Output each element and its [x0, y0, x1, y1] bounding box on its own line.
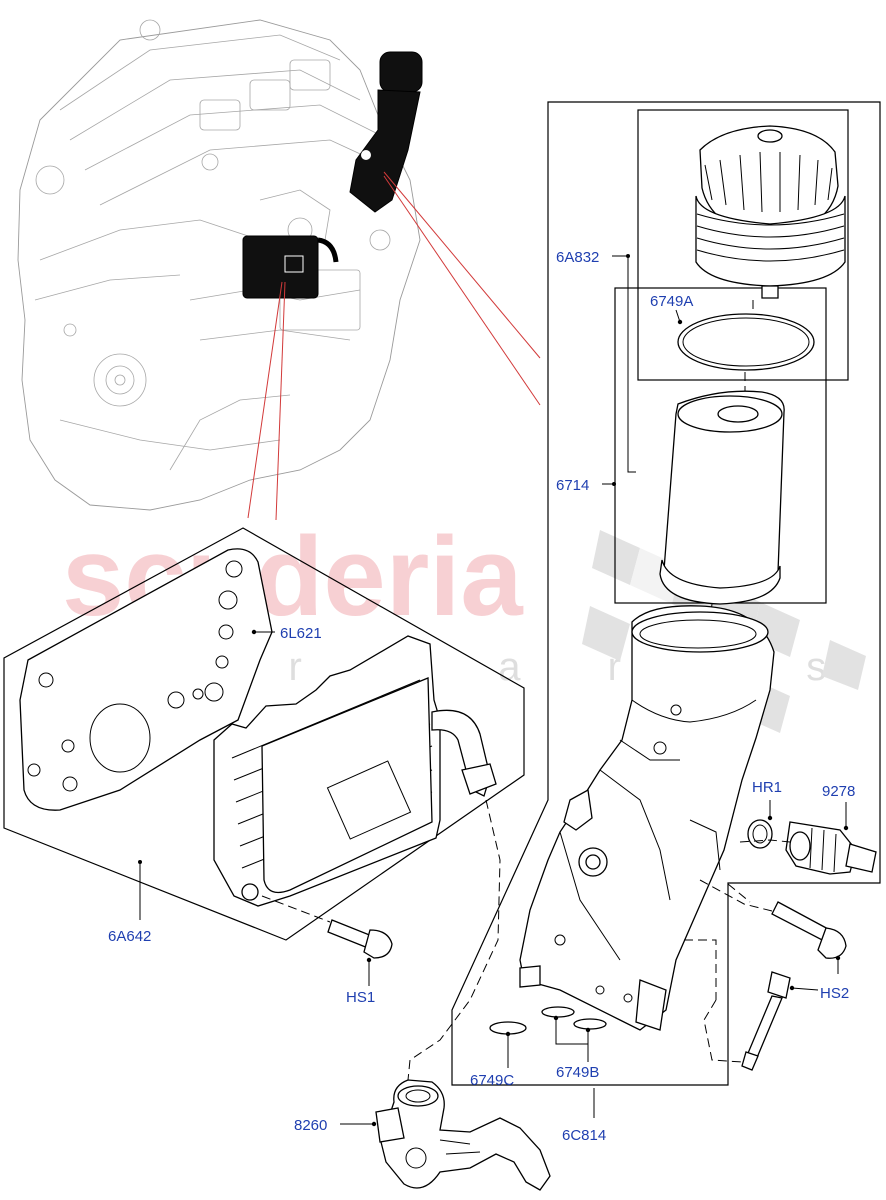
cooler-assembly-frame	[3, 527, 525, 941]
oil-cooler	[213, 635, 497, 923]
bolt-hs1	[327, 919, 393, 959]
callout-8260: 8260	[294, 1117, 327, 1134]
callout-6749C: 6749C	[470, 1072, 514, 1089]
callout-6749A: 6749A	[650, 293, 693, 310]
callout-6C814: 6C814	[562, 1127, 606, 1144]
engine-oil-cooler-highlight	[242, 235, 339, 299]
o-ring-6749A	[677, 313, 815, 400]
seals-6749B	[541, 1006, 607, 1030]
engine-filter-housing-highlight	[349, 51, 423, 213]
cooler-gasket	[19, 548, 273, 811]
callout-HS2: HS2	[820, 985, 849, 1002]
cap-group-frame	[637, 109, 849, 381]
oil-filter-cap	[695, 125, 846, 340]
oil-pressure-sensor	[747, 819, 877, 875]
callout-6L621: 6L621	[280, 625, 322, 642]
callout-6A832: 6A832	[556, 249, 599, 266]
bolt-upper-hs2	[771, 901, 847, 959]
callout-6A642: 6A642	[108, 928, 151, 945]
callout-leaders	[138, 254, 849, 1127]
callout-6714: 6714	[556, 477, 589, 494]
oil-filter-housing	[519, 605, 775, 1031]
callout-labels: 6A832 6749A 6714 6L621 6A642 HS1 HR1 927…	[108, 249, 855, 1144]
callout-9278: 9278	[822, 783, 855, 800]
filter-assembly-frame	[451, 101, 881, 1086]
oil-filter-element	[659, 390, 785, 651]
bolt-lower-hs2	[741, 971, 791, 1071]
callout-HR1: HR1	[752, 779, 782, 796]
callout-HS1: HS1	[346, 989, 375, 1006]
assembly-guides	[407, 799, 791, 1081]
pointer-lines	[247, 171, 541, 521]
engine-block	[17, 19, 421, 511]
oil-pipe	[375, 1079, 551, 1191]
callout-6749B: 6749B	[556, 1064, 599, 1081]
